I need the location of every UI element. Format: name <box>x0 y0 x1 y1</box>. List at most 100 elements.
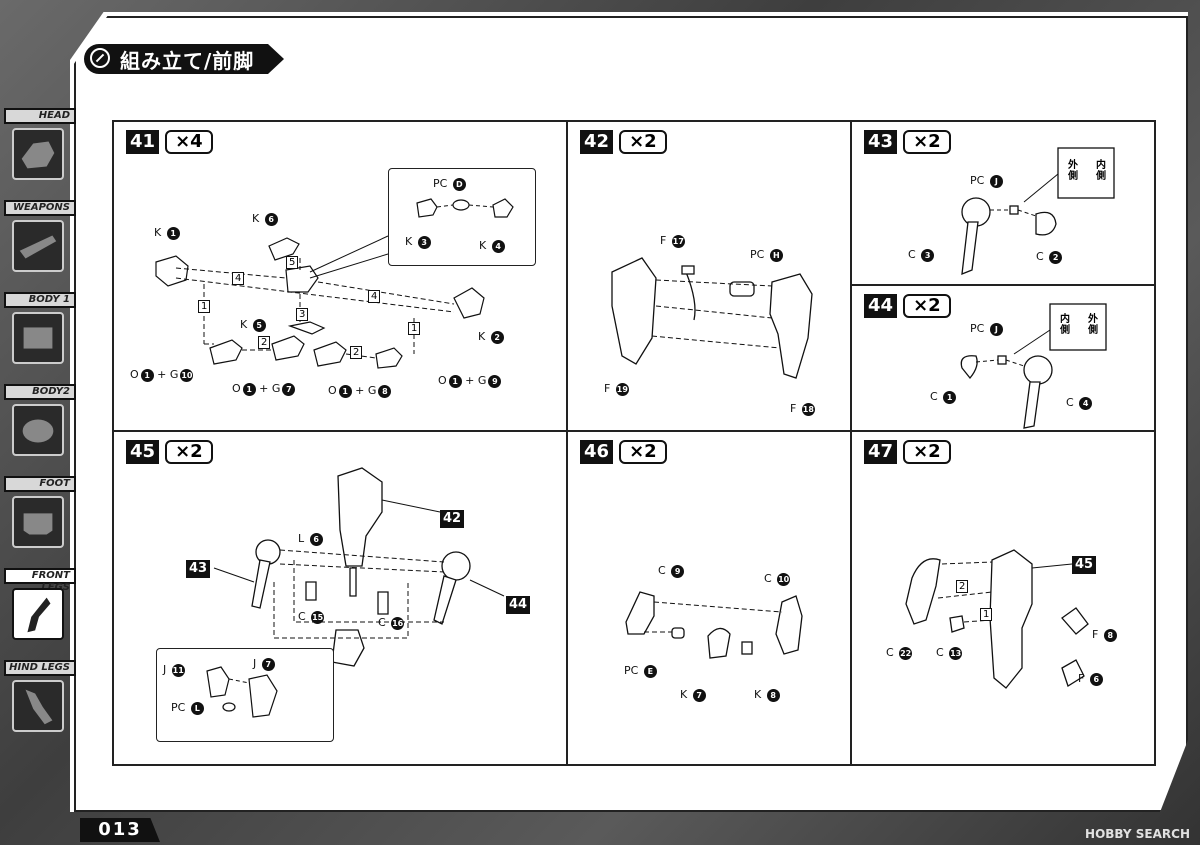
step-number: 43 <box>864 130 898 154</box>
part-label: F 19 <box>604 382 629 396</box>
step-46-panel: 46 ×2 C 9 C 10 PC E K 7 K 8 <box>567 431 851 765</box>
detail-inset: PC D K 3 K 4 <box>388 168 536 266</box>
part-label: C 9 <box>658 564 685 578</box>
step-reference: 45 <box>1072 556 1097 574</box>
sequence-number: 4 <box>232 272 245 285</box>
sidebar-item-label: HIND LEGS <box>4 660 76 676</box>
step-number: 47 <box>864 440 898 464</box>
step-number: 44 <box>864 294 898 318</box>
part-label: J 7 <box>253 657 275 671</box>
sidebar-item-body1[interactable]: BODY 1 <box>4 292 76 378</box>
sidebar-item-label: FOOT <box>4 476 76 492</box>
step-number: 45 <box>126 440 160 464</box>
step-41-panel: 41 ×4 <box>113 121 567 431</box>
sequence-number: 2 <box>350 346 363 359</box>
step-header: 44 ×2 <box>864 294 951 318</box>
front-legs-thumbnail <box>12 588 64 640</box>
step-43-panel: 43 ×2 外側 内側 PC J C 3 C 2 <box>851 121 1155 285</box>
sidebar-item-foot[interactable]: FOOT <box>4 476 76 562</box>
part-label: F 6 <box>1078 672 1103 686</box>
step-number: 46 <box>580 440 614 464</box>
inner-side-label: 内側 <box>1096 160 1106 182</box>
sidebar-item-hind-legs[interactable]: HIND LEGS <box>4 660 76 746</box>
sidebar-item-body2[interactable]: BODY2 <box>4 384 76 470</box>
sequence-number: 2 <box>258 336 271 349</box>
sidebar-item-label: HEAD <box>4 108 76 124</box>
watermark: HOBBY SEARCH <box>1085 827 1190 841</box>
part-label: C 4 <box>1066 396 1093 410</box>
outer-side-label: 外側 <box>1068 160 1078 182</box>
part-label: K 3 <box>405 235 431 249</box>
part-label: K 8 <box>754 688 780 702</box>
sidebar-item-head[interactable]: HEAD <box>4 108 76 194</box>
part-label: PC J <box>970 174 1003 188</box>
step-45-diagram <box>213 467 505 673</box>
sidebar-item-weapons[interactable]: WEAPONS <box>4 200 76 286</box>
step-multiplier: ×2 <box>165 440 213 464</box>
page-title: 組み立て/前脚 <box>120 48 255 73</box>
part-label: J 11 <box>163 663 185 677</box>
step-42-panel: 42 ×2 F 17 PC H F 19 F 18 <box>567 121 851 431</box>
body2-thumbnail <box>12 404 64 456</box>
outer-side-label: 外側 <box>1088 314 1098 336</box>
part-label: C 2 <box>1036 250 1063 264</box>
sequence-number: 1 <box>408 322 421 335</box>
sidebar-item-label: WEAPONS <box>4 200 76 216</box>
part-label: C 22 <box>886 646 913 660</box>
sequence-number: 1 <box>980 608 993 621</box>
step-47-panel: 47 ×2 45 2 1 C 22 C 13 F 8 F 6 <box>851 431 1155 765</box>
sequence-number: 2 <box>956 580 969 593</box>
part-label: C 15 <box>298 610 325 624</box>
part-label: L 6 <box>298 532 323 546</box>
step-44-diagram <box>960 303 1107 429</box>
step-number: 42 <box>580 130 614 154</box>
step-header: 46 ×2 <box>580 440 667 464</box>
step-reference: 43 <box>186 560 211 578</box>
part-label: F 17 <box>660 234 685 248</box>
part-label: PC D <box>433 177 466 191</box>
page-number: 013 <box>80 818 160 842</box>
step-number: 41 <box>126 130 160 154</box>
step-41-diagram <box>155 235 485 369</box>
part-label: C 16 <box>378 616 405 630</box>
sequence-number: 4 <box>368 290 381 303</box>
part-label: PC E <box>624 664 657 678</box>
step-header: 43 ×2 <box>864 130 951 154</box>
part-label: K 6 <box>252 212 278 226</box>
sidebar-item-front-legs[interactable]: FRONT LEGS <box>4 568 76 654</box>
step-multiplier: ×2 <box>619 130 667 154</box>
part-label: C 10 <box>764 572 791 586</box>
wrench-icon <box>90 48 110 68</box>
step-header: 45 ×2 <box>126 440 213 464</box>
part-label: K 4 <box>479 239 505 253</box>
sidebar-item-label: BODY2 <box>4 384 76 400</box>
assembly-steps-grid: 41 ×4 <box>112 120 1156 766</box>
part-label: C 13 <box>936 646 963 660</box>
step-multiplier: ×2 <box>619 440 667 464</box>
part-label: PC H <box>750 248 783 262</box>
sequence-number: 5 <box>286 256 299 269</box>
part-label: F 8 <box>1092 628 1117 642</box>
step-header: 42 ×2 <box>580 130 667 154</box>
body1-thumbnail <box>12 312 64 364</box>
step-reference: 44 <box>506 596 531 614</box>
step-42-diagram <box>611 257 813 379</box>
step-multiplier: ×2 <box>903 440 951 464</box>
head-thumbnail <box>12 128 64 180</box>
inner-side-label: 内側 <box>1060 314 1070 336</box>
part-label: K 1 <box>154 226 180 240</box>
part-label: PC J <box>970 322 1003 336</box>
part-label: F 18 <box>790 402 815 416</box>
weapons-thumbnail <box>12 220 64 272</box>
step-47-diagram <box>905 549 1089 689</box>
step-reference: 42 <box>440 510 465 528</box>
step-43-diagram <box>961 147 1115 276</box>
step-header: 47 ×2 <box>864 440 951 464</box>
step-multiplier: ×2 <box>903 294 951 318</box>
detail-inset: J 11 J 7 PC L <box>156 648 334 742</box>
foot-thumbnail <box>12 496 64 548</box>
step-multiplier: ×4 <box>165 130 213 154</box>
